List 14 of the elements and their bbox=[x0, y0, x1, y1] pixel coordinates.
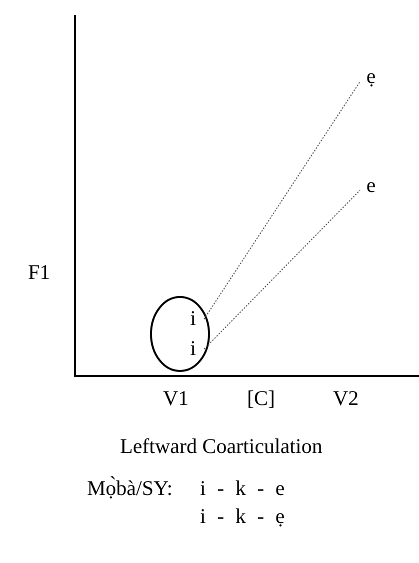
axis-label: V2 bbox=[333, 388, 359, 409]
example-sequence: i - k - e bbox=[200, 478, 285, 499]
vowel-symbol: e bbox=[360, 172, 382, 198]
axis-label: V1 bbox=[163, 388, 189, 409]
vowel-symbol: i bbox=[182, 306, 204, 330]
vowel-symbol: ẹ bbox=[360, 62, 382, 90]
dotted-line bbox=[204, 190, 360, 350]
axis-label: [C] bbox=[247, 388, 275, 409]
vowel-symbol: i bbox=[182, 336, 204, 360]
language-label: Mọ̀bà/SY: bbox=[87, 478, 173, 499]
dotted-line bbox=[204, 81, 360, 320]
axis-title: Leftward Coarticulation bbox=[120, 436, 322, 457]
example-sequence: i - k - ẹ bbox=[200, 506, 285, 527]
axis-label: F1 bbox=[28, 262, 50, 283]
